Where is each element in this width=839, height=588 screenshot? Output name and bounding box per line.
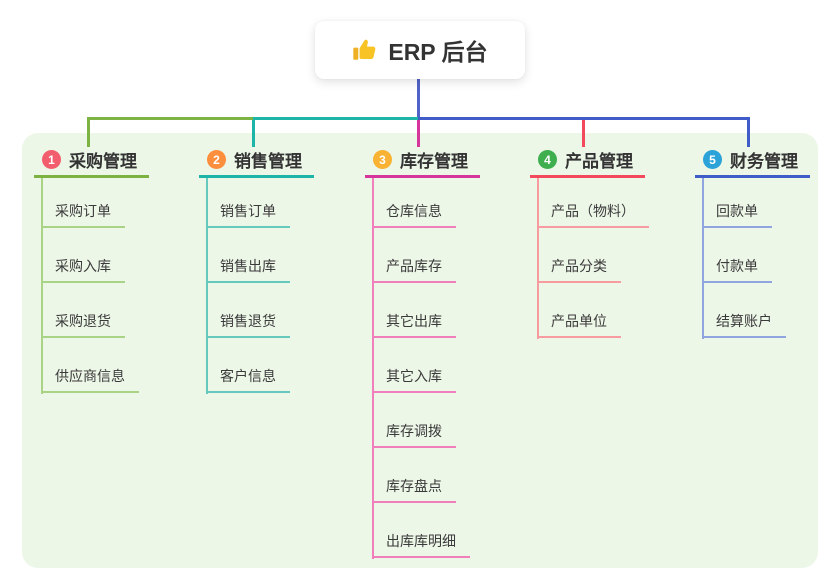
- leaf-node[interactable]: 仓库信息: [372, 199, 456, 228]
- connector-trunk: [417, 79, 420, 119]
- branch-label: 销售管理: [234, 152, 302, 171]
- connector-horizontal-sales: [253, 117, 420, 120]
- branch-header-product[interactable]: 4 产品管理: [530, 146, 645, 178]
- leaf-node[interactable]: 产品（物料）: [537, 199, 649, 228]
- leaf-node[interactable]: 采购订单: [41, 199, 125, 228]
- branch-label: 财务管理: [730, 152, 798, 171]
- leaf-node[interactable]: 客户信息: [206, 364, 290, 393]
- leaf-node[interactable]: 其它出库: [372, 309, 456, 338]
- leaf-node[interactable]: 产品单位: [537, 309, 621, 338]
- thumbs-up-icon: [352, 37, 378, 63]
- leaf-node[interactable]: 采购退货: [41, 309, 125, 338]
- connector-drop-product: [582, 117, 585, 147]
- branch-number-badge: 3: [373, 150, 392, 169]
- branch-number-badge: 2: [207, 150, 226, 169]
- leaf-node[interactable]: 结算账户: [702, 309, 786, 338]
- branch-child-line: [41, 178, 43, 394]
- leaf-node[interactable]: 库存调拨: [372, 419, 456, 448]
- branch-label: 产品管理: [565, 152, 633, 171]
- branch-header-sales[interactable]: 2 销售管理: [199, 146, 314, 178]
- root-label: ERP 后台: [388, 39, 488, 65]
- leaf-node[interactable]: 销售出库: [206, 254, 290, 283]
- leaf-node[interactable]: 产品分类: [537, 254, 621, 283]
- branch-child-line: [702, 178, 704, 339]
- branch-number-badge: 4: [538, 150, 557, 169]
- branch-number-badge: 1: [42, 150, 61, 169]
- leaf-node[interactable]: 库存盘点: [372, 474, 456, 503]
- connector-drop-sales: [252, 117, 255, 147]
- branch-child-line: [537, 178, 539, 339]
- leaf-node[interactable]: 供应商信息: [41, 364, 139, 393]
- branch-label: 库存管理: [400, 152, 468, 171]
- connector-drop-inventory: [417, 117, 420, 147]
- branch-header-procurement[interactable]: 1 采购管理: [34, 146, 149, 178]
- connector-drop-procurement: [87, 117, 90, 147]
- leaf-node[interactable]: 销售退货: [206, 309, 290, 338]
- leaf-node[interactable]: 其它入库: [372, 364, 456, 393]
- leaf-node[interactable]: 出库库明细: [372, 529, 470, 558]
- connector-horizontal-procurement: [87, 117, 254, 120]
- connector-horizontal-finance: [418, 117, 750, 120]
- connector-drop-finance: [747, 117, 750, 147]
- branches-panel: [22, 133, 818, 568]
- leaf-node[interactable]: 回款单: [702, 199, 772, 228]
- root-node[interactable]: ERP 后台: [315, 21, 525, 79]
- leaf-node[interactable]: 付款单: [702, 254, 772, 283]
- branch-number-badge: 5: [703, 150, 722, 169]
- branch-label: 采购管理: [69, 152, 137, 171]
- branch-child-line: [206, 178, 208, 394]
- branch-child-line: [372, 178, 374, 559]
- leaf-node[interactable]: 产品库存: [372, 254, 456, 283]
- branch-header-inventory[interactable]: 3 库存管理: [365, 146, 480, 178]
- leaf-node[interactable]: 销售订单: [206, 199, 290, 228]
- leaf-node[interactable]: 采购入库: [41, 254, 125, 283]
- branch-header-finance[interactable]: 5 财务管理: [695, 146, 810, 178]
